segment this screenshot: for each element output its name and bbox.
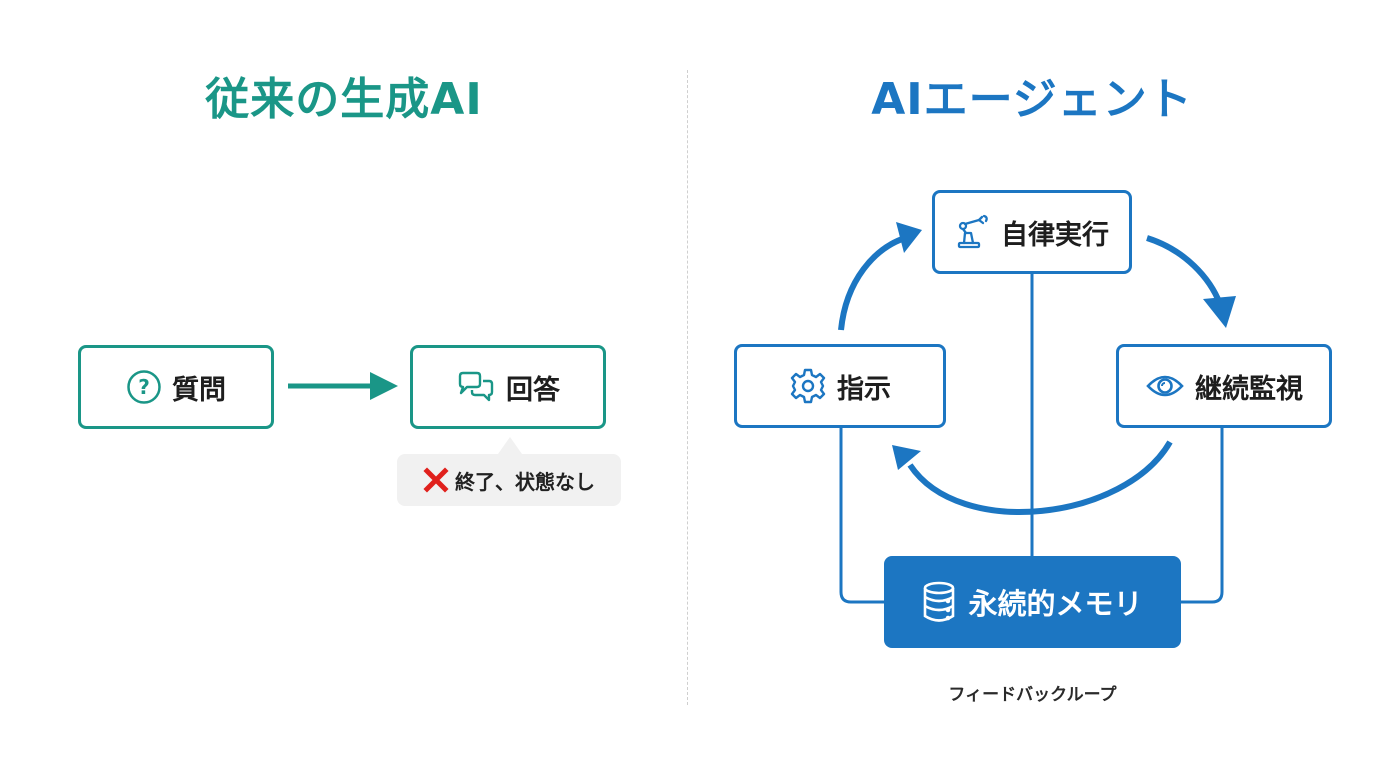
- memory-link-instruct: [839, 428, 886, 604]
- red-cross-icon: [423, 467, 449, 493]
- memory-node: 永続的メモリ: [884, 556, 1181, 648]
- execute-label: 自律実行: [1001, 219, 1109, 251]
- answer-box: 回答: [410, 345, 606, 429]
- instruct-node: 指示: [734, 344, 946, 428]
- memory-label: 永続的メモリ: [968, 587, 1143, 621]
- cycle-arrow-monitor-to-instruct: [907, 440, 1173, 515]
- monitor-label: 継続監視: [1195, 373, 1303, 405]
- question-box: ? 質問: [78, 345, 274, 429]
- answer-label: 回答: [506, 374, 560, 406]
- right-title: AIエージェント: [871, 74, 1193, 125]
- robot-arm-icon: [955, 214, 991, 250]
- chat-bubbles-icon: [456, 370, 496, 404]
- memory-link-monitor: [1180, 428, 1224, 604]
- gear-icon: [789, 367, 827, 405]
- section-divider: [687, 70, 688, 705]
- question-circle-icon: ?: [126, 369, 162, 405]
- cycle-arrow-execute-to-monitor: [1146, 235, 1223, 306]
- svg-text:?: ?: [138, 375, 150, 399]
- database-icon: [922, 581, 956, 623]
- cycle-arrow-instruct-to-execute: [838, 235, 907, 331]
- question-label: 質問: [172, 374, 226, 406]
- end-state-callout: 終了、状態なし: [397, 454, 621, 506]
- instruct-label: 指示: [837, 373, 891, 405]
- callout-text: 終了、状態なし: [455, 469, 595, 494]
- feedback-loop-caption: フィードバックループ: [948, 685, 1117, 705]
- execute-node: 自律実行: [932, 190, 1132, 274]
- monitor-node: 継続監視: [1116, 344, 1332, 428]
- eye-icon: [1145, 372, 1185, 400]
- flow-arrow: [288, 372, 398, 400]
- left-title: 従来の生成AI: [205, 74, 483, 125]
- callout-pointer: [498, 437, 522, 454]
